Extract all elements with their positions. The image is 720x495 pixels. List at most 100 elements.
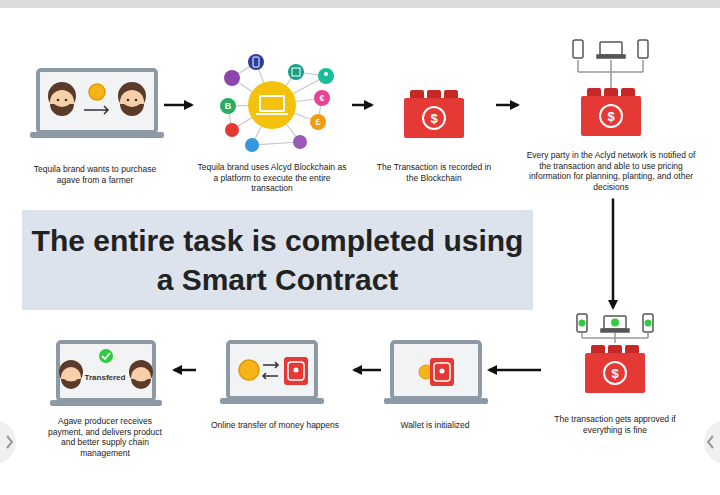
laptop-illustration [30, 132, 164, 138]
devices-icon [573, 40, 648, 88]
step-box: The Transaction is recorded in the Block… [376, 88, 492, 186]
devices-icon [638, 40, 648, 58]
person-icon [131, 379, 151, 389]
coin-icon [84, 106, 108, 114]
coin-symbol: £ [315, 118, 320, 127]
screen-text: Transfered [40, 373, 170, 383]
laptop-illustration [384, 398, 488, 404]
coin-symbol: € [319, 94, 324, 103]
block-icon [585, 345, 645, 393]
person-icon [61, 379, 81, 389]
devices-icon [643, 314, 653, 332]
coin-icon [84, 84, 108, 114]
currency-symbol: $ [430, 112, 437, 125]
block-icon [423, 107, 445, 129]
laptop-illustration [440, 369, 445, 374]
coin-icon [89, 84, 105, 100]
block-icon [404, 90, 464, 138]
laptop-illustration [392, 342, 480, 398]
laptop-illustration [430, 358, 454, 386]
step-box: Tequila brand wants to purchase agave fr… [30, 70, 160, 188]
step-caption: Agave producer receives payment, and del… [40, 416, 170, 459]
step-box: Online transfer of money happens [200, 342, 350, 434]
network-icon [324, 72, 328, 76]
devices-icon [582, 333, 648, 343]
step-caption: Tequila brand uses Alcyd Blockchain as a… [196, 162, 348, 194]
nav-button [0, 420, 16, 464]
network-icon [245, 138, 259, 152]
top-bar [0, 0, 720, 8]
devices-icon [573, 40, 583, 58]
block-icon [581, 88, 641, 136]
devices-icon [578, 60, 643, 88]
laptop-illustration [239, 360, 259, 380]
network-icon [310, 114, 326, 130]
banner-title: The entire task is completed using a Sma… [30, 221, 525, 299]
laptop-illustration [220, 342, 324, 404]
laptop-illustration [50, 400, 162, 406]
step-box: Wallet is initialized [385, 342, 485, 434]
block-icon [581, 96, 641, 136]
devices-icon [597, 55, 625, 58]
person-icon [57, 99, 60, 102]
network-icon [225, 123, 239, 137]
devices-icon [577, 314, 587, 332]
step-caption: Online transfer of money happens [200, 420, 350, 431]
network-icon [256, 113, 288, 115]
step-box: TransferedAgave producer receives paymen… [40, 342, 170, 462]
network-icon [252, 142, 300, 145]
network-icon [288, 64, 304, 80]
flow-arrow [612, 199, 615, 309]
step-caption: The transaction gets approved if everyth… [545, 414, 685, 435]
laptop-illustration [58, 342, 154, 400]
check-icon [99, 349, 113, 363]
coin-symbol: B [225, 102, 232, 111]
flow-arrow [352, 104, 372, 107]
person-icon [50, 104, 74, 116]
laptop-illustration [263, 362, 278, 379]
laptop-illustration [284, 357, 308, 385]
laptop-illustration [228, 342, 316, 398]
laptop-illustration [384, 342, 488, 404]
step-caption: Tequila brand wants to purchase agave fr… [30, 164, 160, 185]
block-icon [600, 105, 622, 127]
nav-button [708, 436, 713, 448]
currency-symbol: $ [607, 110, 614, 123]
step-caption: The Transaction is recorded in the Block… [376, 162, 492, 183]
laptop-illustration [38, 70, 156, 132]
laptop-illustration [220, 398, 324, 404]
flow-arrow [174, 369, 196, 372]
network-icon [314, 90, 330, 106]
step-box: Tequila brand uses Alcyd Blockchain as a… [196, 56, 348, 197]
devices-icon [579, 320, 586, 327]
flow-arrow [496, 104, 518, 107]
network-icon [253, 57, 259, 67]
person-icon [127, 99, 130, 102]
devices-icon [604, 316, 626, 329]
network-icon [224, 70, 240, 86]
check-icon [99, 349, 113, 363]
flow-arrow [164, 104, 192, 107]
network-icon [248, 81, 296, 129]
network-icon [260, 96, 284, 111]
person-icon [135, 99, 138, 102]
devices-icon [600, 42, 622, 55]
flow-arrow [354, 369, 381, 372]
network-icon [292, 68, 300, 76]
banner-box: The entire task is completed using a Sma… [22, 210, 533, 310]
devices-icon [601, 329, 629, 332]
network-icon [248, 54, 264, 70]
nav-button [7, 436, 12, 448]
currency-symbol: $ [611, 367, 618, 380]
devices-icon [645, 320, 652, 327]
person-icon [65, 99, 68, 102]
step-caption: Wallet is initialized [385, 420, 485, 431]
person-icon [120, 104, 144, 116]
step-caption: Every party in the Aclyd network is noti… [522, 150, 700, 193]
network-icon [318, 68, 334, 84]
laptop-illustration [434, 363, 450, 381]
network-icon [293, 135, 307, 149]
person-icon [48, 82, 146, 116]
network-icon [220, 98, 236, 114]
